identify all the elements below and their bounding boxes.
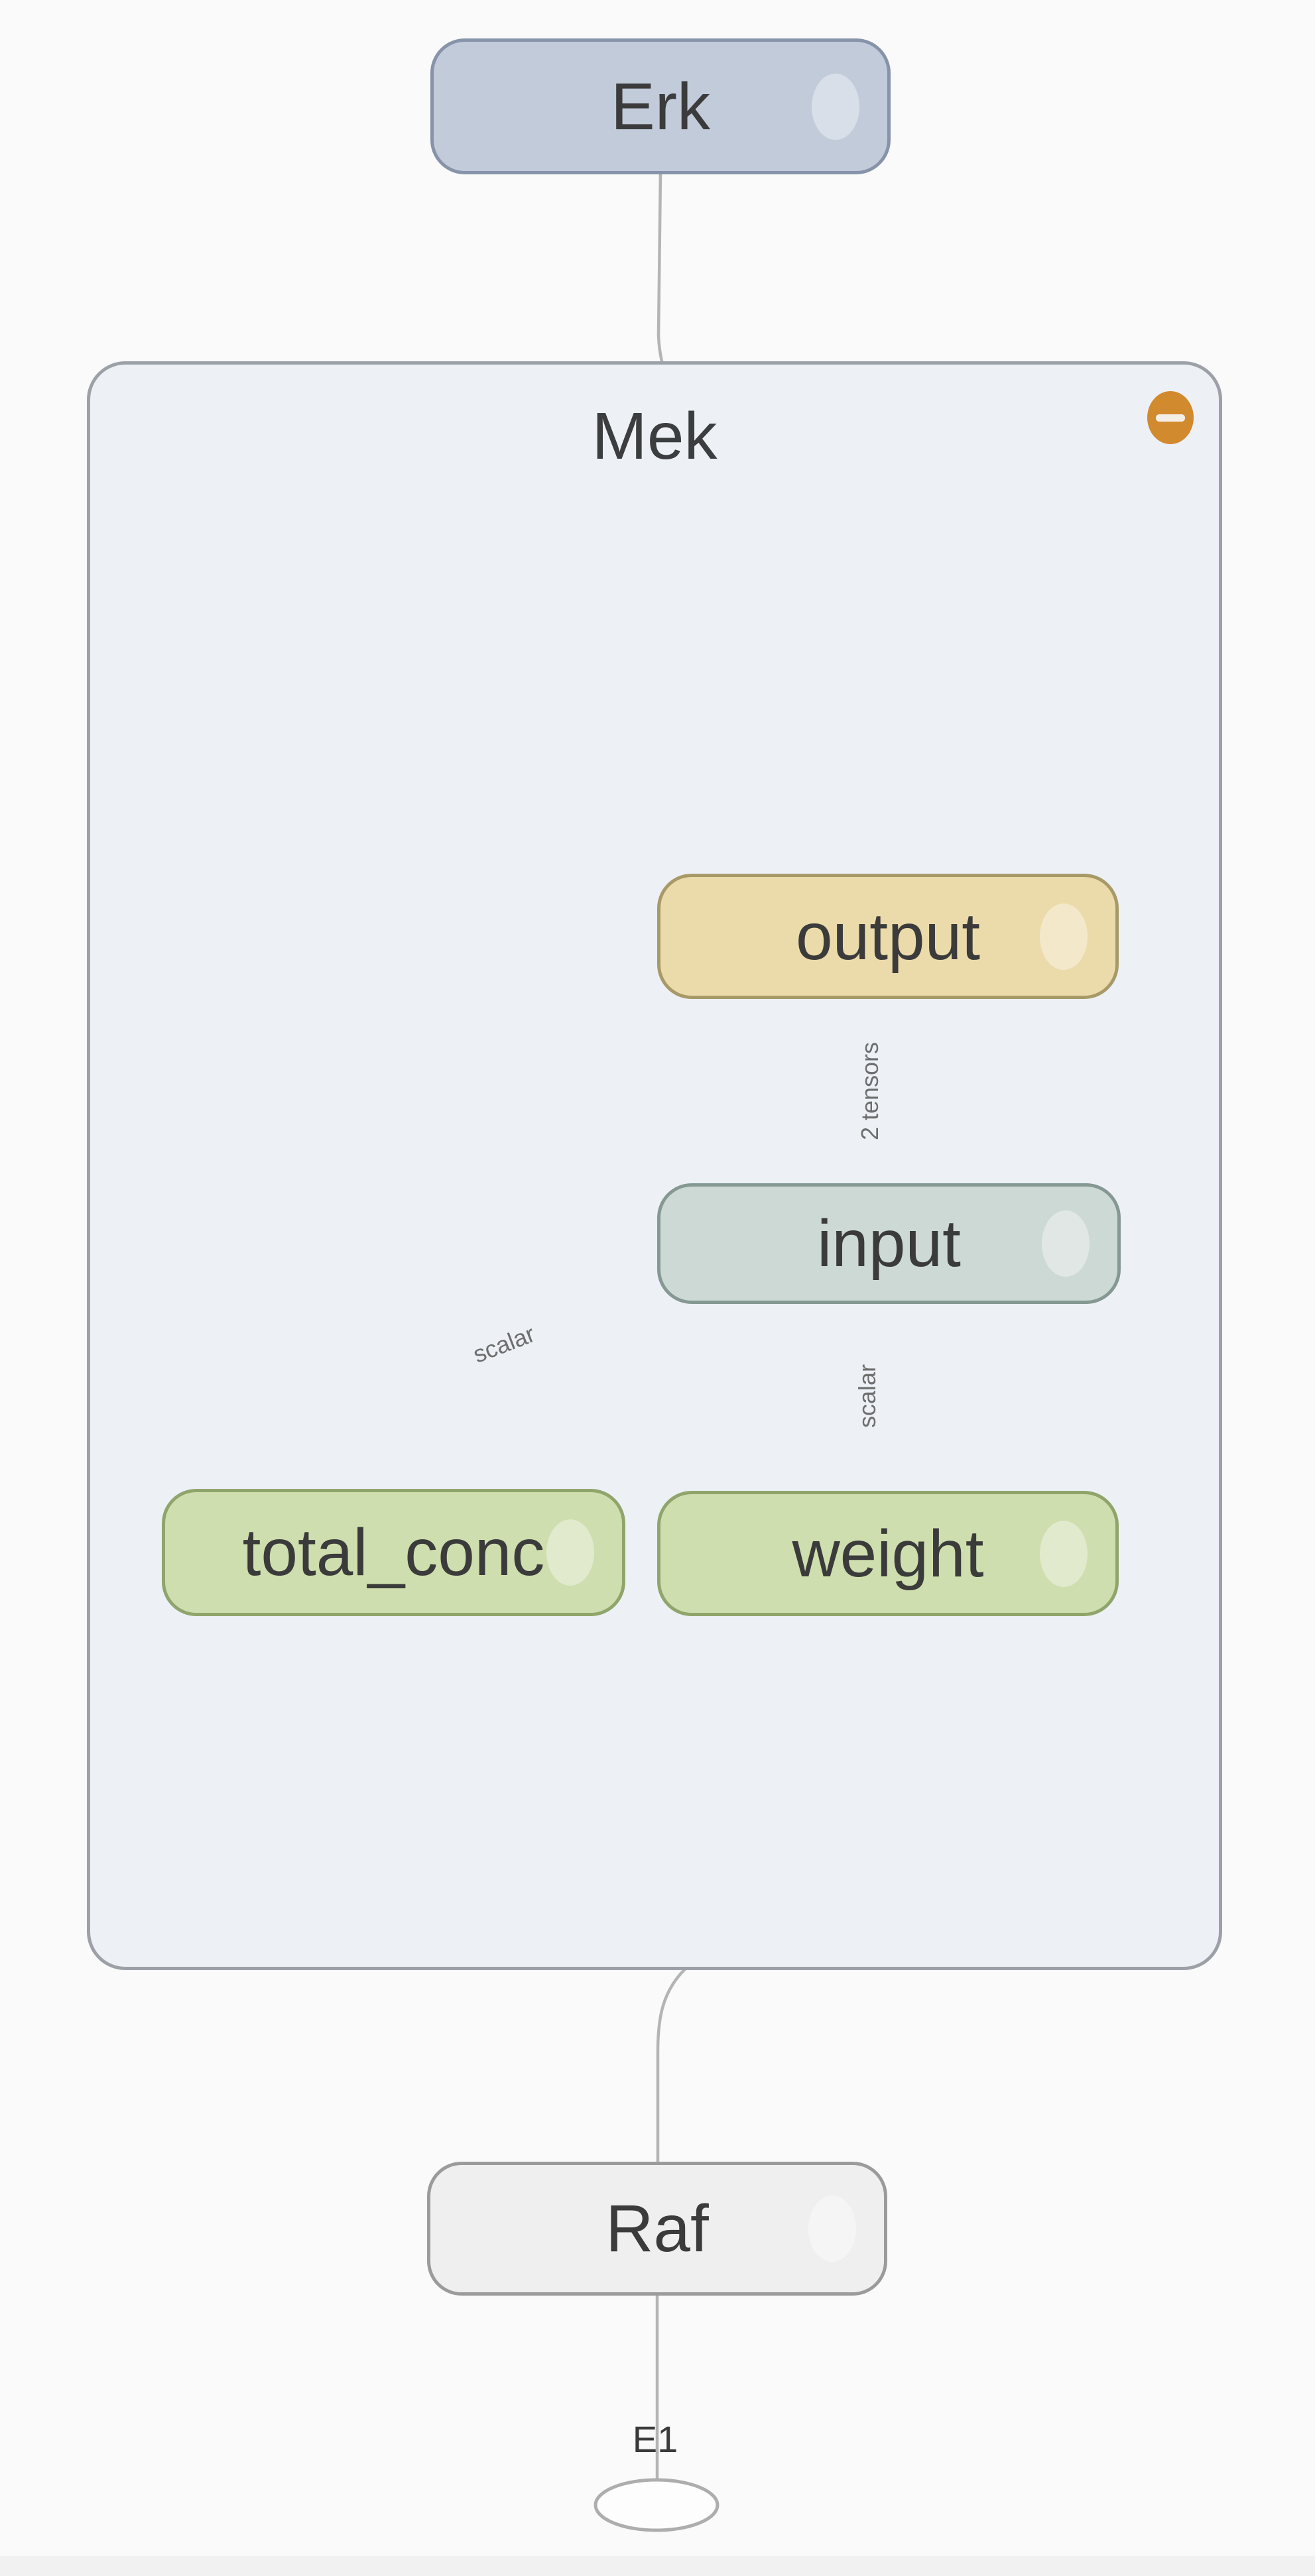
node-total-conc[interactable]: total_conc [162, 1489, 625, 1616]
node-raf[interactable]: Raf [427, 2162, 887, 2296]
minus-glyph [1156, 414, 1185, 422]
node-erk-label: Erk [611, 69, 710, 144]
collapse-icon[interactable] [1147, 391, 1194, 444]
node-highlight [1040, 1520, 1088, 1587]
node-highlight [1042, 1210, 1090, 1277]
node-erk[interactable]: Erk [430, 38, 891, 174]
edge-label-scalar-weight: scalar [853, 1364, 881, 1429]
node-weight[interactable]: weight [657, 1491, 1119, 1616]
node-input[interactable]: input [657, 1183, 1121, 1304]
group-node-mek-label: Mek [592, 399, 718, 473]
node-total-conc-label: total_conc [242, 1515, 545, 1590]
node-output[interactable]: output [657, 874, 1119, 999]
node-highlight [812, 73, 859, 140]
edge-label-2-tensors: 2 tensors [856, 1041, 883, 1141]
op-node-e1-ellipse[interactable] [594, 2478, 720, 2532]
node-input-label: input [817, 1206, 961, 1281]
group-node-mek[interactable]: Mek [87, 361, 1222, 1970]
node-highlight [1040, 903, 1088, 970]
canvas-bottom-strip [0, 2556, 1315, 2576]
op-node-e1-label: E1 [632, 2418, 678, 2460]
node-output-label: output [795, 899, 981, 974]
node-raf-label: Raf [605, 2192, 709, 2266]
node-weight-label: weight [792, 1516, 984, 1591]
node-highlight [808, 2195, 856, 2262]
node-highlight [546, 1519, 594, 1586]
